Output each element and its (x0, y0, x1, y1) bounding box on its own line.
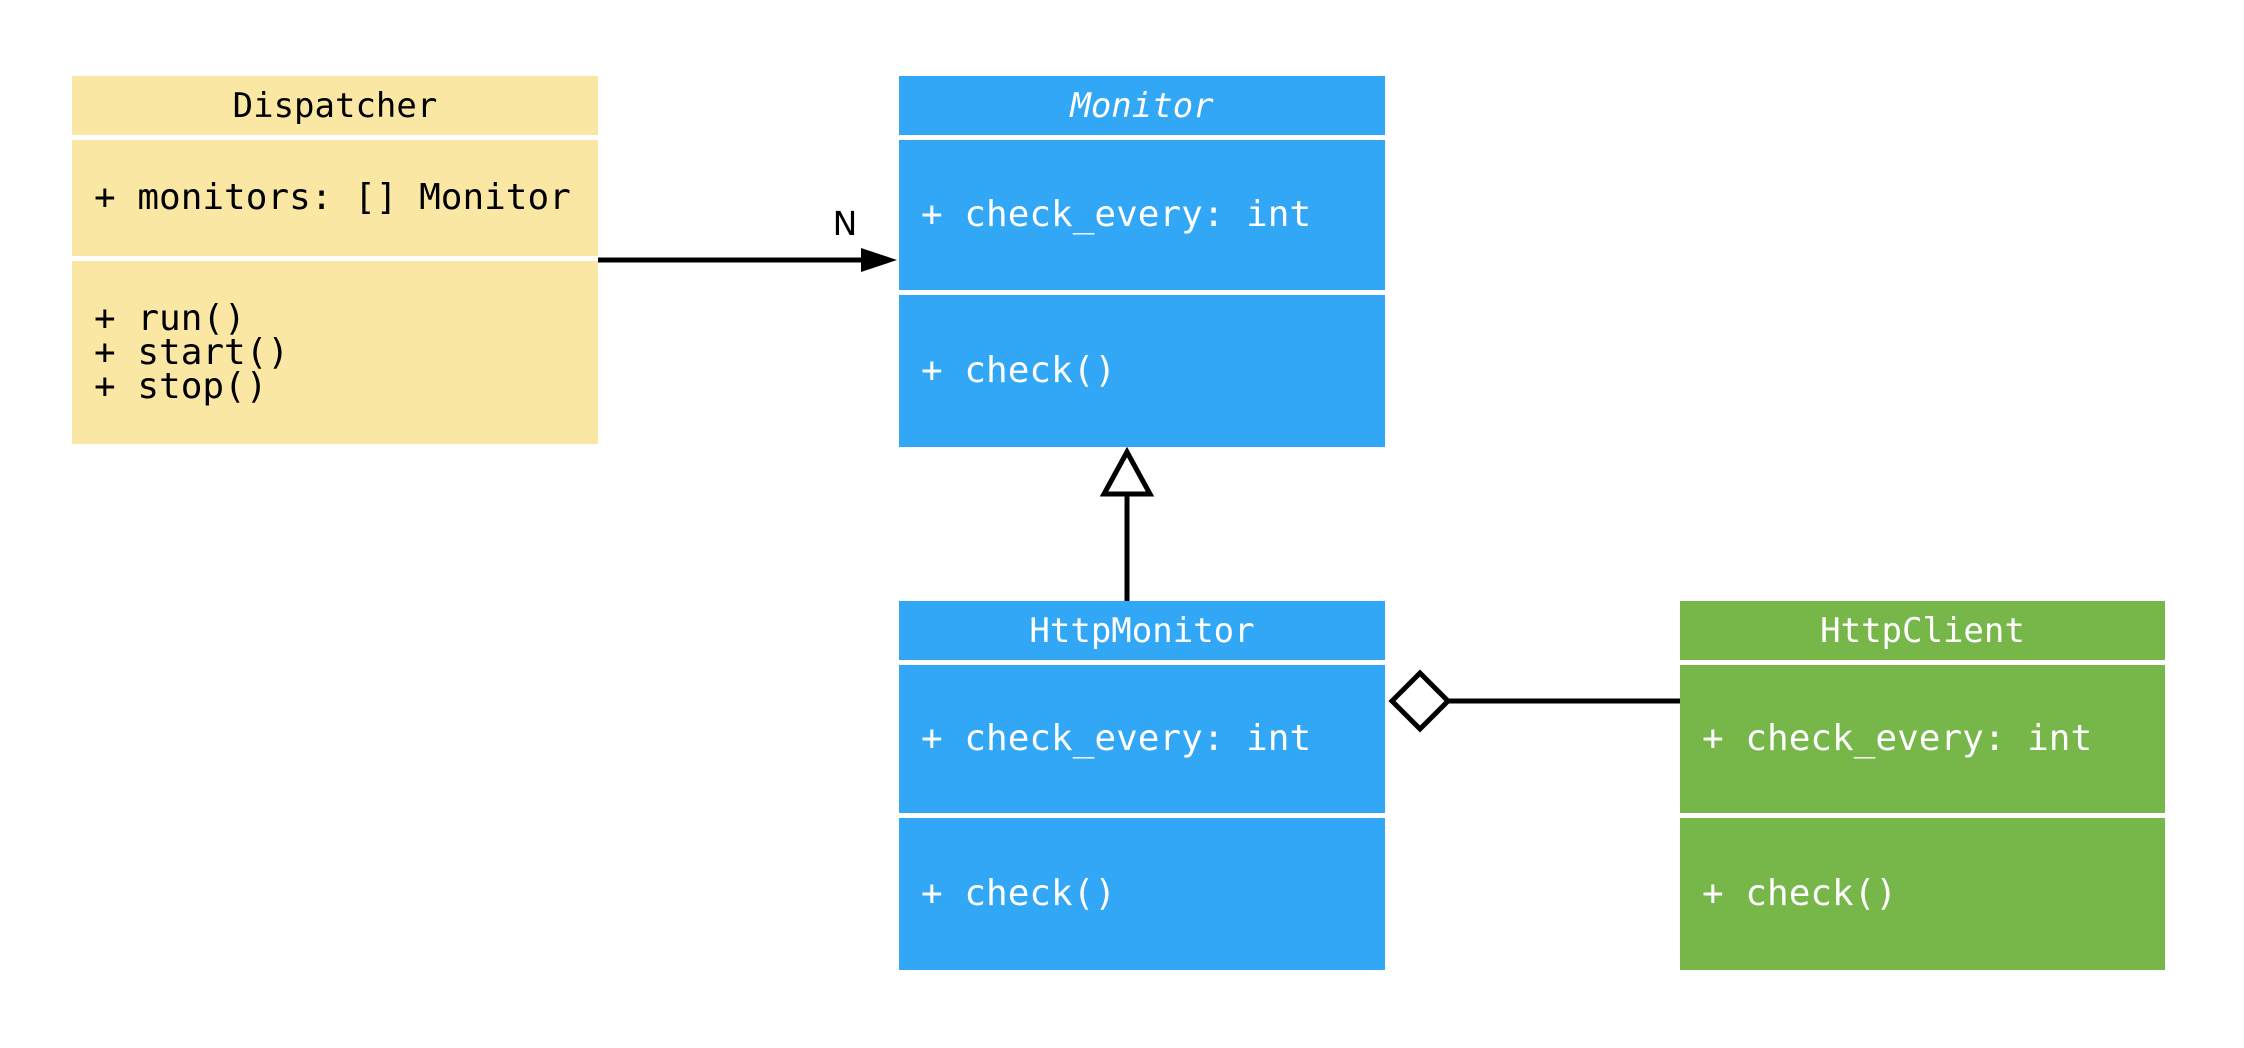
method-line: + stop() (94, 365, 268, 407)
class-attributes: + check_every: int (1680, 665, 2165, 813)
method-line: + check() (1702, 873, 1898, 914)
attribute-line: + monitors: [] Monitor (94, 177, 571, 218)
attribute-line: + check_every: int (921, 194, 1312, 235)
class-title: Monitor (899, 76, 1385, 135)
class-attributes: + check_every: int (899, 665, 1385, 813)
method-line: + check() (921, 350, 1117, 391)
class-methods: + check() (899, 295, 1385, 447)
class-dispatcher: Dispatcher + monitors: [] Monitor + run(… (72, 76, 598, 444)
attribute-line: + check_every: int (1702, 718, 2093, 759)
method-line: + start() (94, 331, 290, 373)
method-line: + check() (921, 873, 1117, 914)
method-line: + run() (94, 297, 246, 339)
class-methods: + run() + start() + stop() (72, 261, 598, 444)
class-httpclient: HttpClient + check_every: int + check() (1680, 601, 2165, 970)
association-arrowhead-icon (861, 248, 897, 272)
class-title: Dispatcher (72, 76, 598, 135)
class-title: HttpMonitor (899, 601, 1385, 660)
generalization-triangle-icon (1099, 446, 1155, 497)
class-httpmonitor: HttpMonitor + check_every: int + check() (899, 601, 1385, 970)
association-multiplicity-label: N (832, 204, 858, 243)
aggregation-diamond-icon (1388, 669, 1452, 733)
class-attributes: + check_every: int (899, 140, 1385, 290)
class-monitor: Monitor + check_every: int + check() (899, 76, 1385, 447)
class-attributes: + monitors: [] Monitor (72, 140, 598, 256)
attribute-line: + check_every: int (921, 718, 1312, 759)
class-title: HttpClient (1680, 601, 2165, 660)
class-methods: + check() (899, 818, 1385, 970)
class-methods: + check() (1680, 818, 2165, 970)
